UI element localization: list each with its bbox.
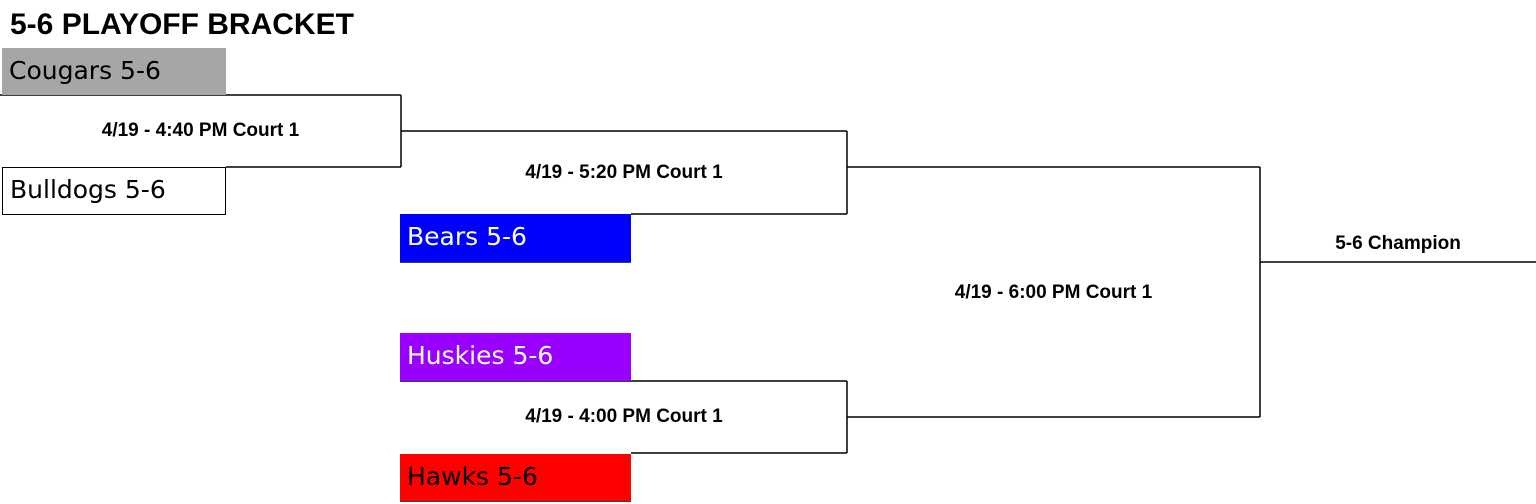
game-label-final: 4/19 - 6:00 PM Court 1 xyxy=(954,282,1153,303)
team-label: Bulldogs 5-6 xyxy=(10,175,166,204)
champion-label: 5-6 Champion xyxy=(1335,233,1461,254)
team-label: Bears 5-6 xyxy=(407,222,527,251)
page-title: 5-6 PLAYOFF BRACKET xyxy=(10,8,354,41)
game-label-semifinal-top: 4/19 - 5:20 PM Court 1 xyxy=(525,162,723,183)
game-label-round1: 4/19 - 4:40 PM Court 1 xyxy=(101,120,300,141)
team-cougars: Cougars 5-6 xyxy=(2,48,226,95)
team-label: Huskies 5-6 xyxy=(407,341,554,370)
game-label-semifinal-bottom: 4/19 - 4:00 PM Court 1 xyxy=(525,406,723,427)
team-huskies: Huskies 5-6 xyxy=(400,333,631,381)
team-label: Hawks 5-6 xyxy=(407,462,538,491)
team-bears: Bears 5-6 xyxy=(400,214,631,262)
team-label: Cougars 5-6 xyxy=(9,56,161,85)
team-hawks: Hawks 5-6 xyxy=(400,454,631,501)
team-bulldogs: Bulldogs 5-6 xyxy=(2,167,226,215)
